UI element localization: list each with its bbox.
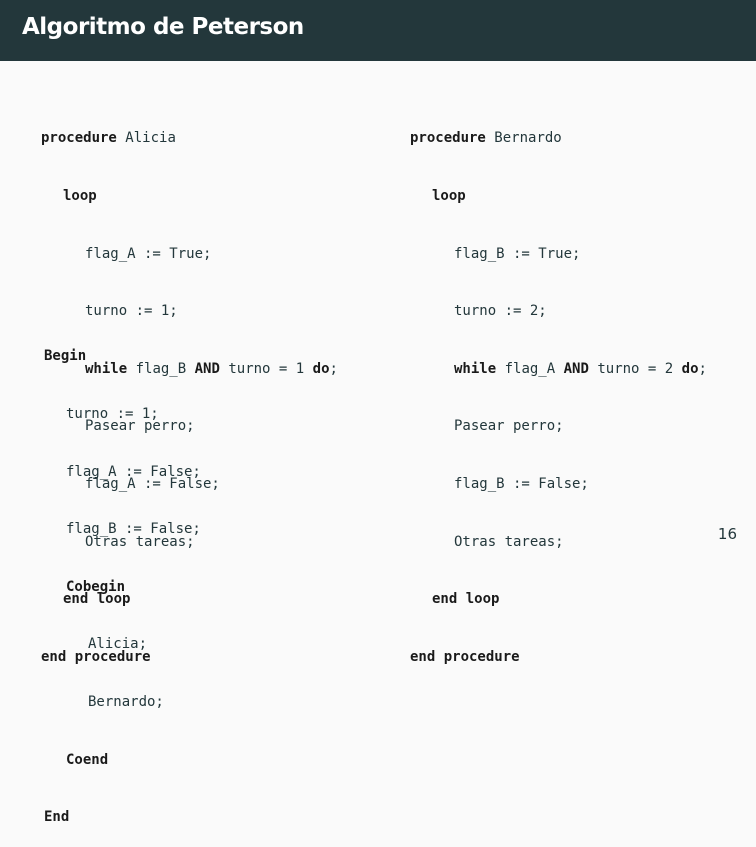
keyword: AND: [194, 360, 220, 377]
code-line: flag_B := True;: [454, 245, 581, 262]
slide-title: Algoritmo de Peterson: [22, 14, 304, 40]
keyword: procedure: [410, 130, 486, 147]
code-line: turno := 1;: [66, 406, 159, 422]
code-line: Bernardo;: [88, 693, 164, 710]
keyword: while: [454, 360, 497, 377]
keyword: procedure: [41, 130, 117, 147]
code-line: while flag_B AND turno = 1 do;: [41, 360, 338, 379]
code-line: loop: [41, 187, 338, 206]
code-text: turno = 1: [228, 360, 305, 377]
code-line: Otras tareas;: [85, 533, 195, 550]
keyword: do: [681, 360, 699, 377]
keyword: end procedure: [410, 648, 520, 665]
code-line: Otras tareas;: [454, 533, 564, 550]
code-line: turno := 2;: [454, 303, 547, 320]
keyword: AND: [563, 360, 589, 377]
code-line: while flag_A AND turno = 2 do;: [410, 360, 707, 379]
code-line: flag_A := True;: [85, 245, 212, 262]
code-text: ;: [698, 360, 707, 377]
code-line: end procedure: [410, 648, 707, 667]
keyword: Begin: [44, 348, 87, 365]
code-text: flag_B: [135, 360, 187, 377]
code-block-main: Begin turno := 1; flag_A := False; flag_…: [44, 309, 201, 847]
procedure-name: Alicia: [125, 130, 176, 147]
code-text: ;: [329, 360, 338, 377]
page-number: 16: [717, 525, 737, 543]
code-line: procedure Bernardo: [410, 129, 707, 148]
code-line: end loop: [410, 590, 707, 609]
keyword: Cobegin: [66, 578, 126, 595]
keyword: End: [44, 809, 70, 826]
code-line: flag_A := False;: [85, 475, 220, 492]
code-line: flag_B := False;: [66, 521, 201, 538]
code-line: Alicia;: [88, 636, 148, 653]
code-line: Cobegin: [44, 578, 201, 597]
code-line: Pasear perro;: [454, 418, 564, 435]
slide-header: Algoritmo de Peterson: [0, 0, 756, 61]
code-text: flag_A: [504, 360, 556, 377]
code-line: Begin: [44, 347, 201, 366]
keyword: Coend: [66, 751, 109, 768]
keyword: loop: [63, 188, 97, 204]
procedure-name: Bernardo: [494, 130, 562, 147]
keyword: while: [85, 360, 128, 377]
keyword: do: [312, 360, 330, 377]
code-text: turno = 2: [597, 360, 674, 377]
keyword: loop: [432, 188, 466, 204]
code-line: End: [44, 808, 201, 827]
code-line: Coend: [44, 751, 201, 770]
code-line: procedure Alicia: [41, 129, 338, 148]
code-line: turno := 1;: [85, 303, 178, 320]
code-line: flag_B := False;: [454, 475, 589, 492]
code-block-bernardo: procedure Bernardo loop flag_B := True; …: [410, 91, 707, 686]
code-line: flag_A := False;: [66, 463, 201, 480]
code-line: loop: [410, 187, 707, 206]
code-line: Pasear perro;: [85, 418, 195, 435]
keyword: end loop: [432, 591, 500, 608]
